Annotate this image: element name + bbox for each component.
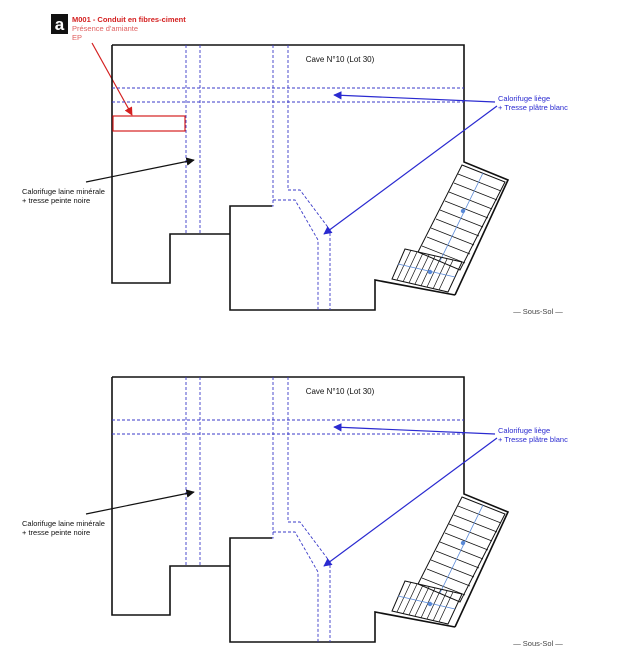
- marker-location: EP: [72, 33, 82, 42]
- marker-badge-icon: [51, 14, 68, 34]
- cork-arrow-to-diagonal-pipe: [323, 437, 498, 567]
- wool-arrow: [85, 489, 195, 515]
- cork-label-line2: + Tresse plâtre blanc: [498, 435, 568, 444]
- cork-label-line1: Calorifuge liège: [498, 426, 550, 435]
- cork-arrow-to-horizontal-pipe: [333, 91, 496, 103]
- asbestos-conduit-highlight: [112, 115, 186, 132]
- cork-label-line2: + Tresse plâtre blanc: [498, 103, 568, 112]
- cork-arrow-to-diagonal-pipe: [323, 105, 498, 235]
- wool-label-line1: Calorifuge laine minérale: [22, 519, 105, 528]
- plan-2: Cave N°10 (Lot 30) Calorifuge liège + Tr…: [22, 376, 568, 648]
- wool-arrow: [85, 157, 195, 183]
- level-label: — Sous-Sol —: [513, 639, 563, 648]
- marker-presence: Présence d'amiante: [72, 24, 138, 33]
- wool-label-line2: + tresse peinte noire: [22, 196, 90, 205]
- cork-label-line1: Calorifuge liège: [498, 94, 550, 103]
- wool-label-line2: + tresse peinte noire: [22, 528, 90, 537]
- level-label: — Sous-Sol —: [513, 307, 563, 316]
- cork-arrow-to-horizontal-pipe: [333, 423, 496, 435]
- asbestos-marker: a M001 - Conduit en fibres-ciment Présen…: [51, 14, 186, 116]
- plan-1: Cave N°10 (Lot 30) Calorifuge liège + Tr…: [22, 44, 568, 316]
- wool-label-line1: Calorifuge laine minérale: [22, 187, 105, 196]
- room-label: Cave N°10 (Lot 30): [306, 387, 375, 396]
- marker-badge-letter: a: [55, 15, 65, 34]
- marker-code: M001 - Conduit en fibres-ciment: [72, 15, 186, 24]
- room-label: Cave N°10 (Lot 30): [306, 55, 375, 64]
